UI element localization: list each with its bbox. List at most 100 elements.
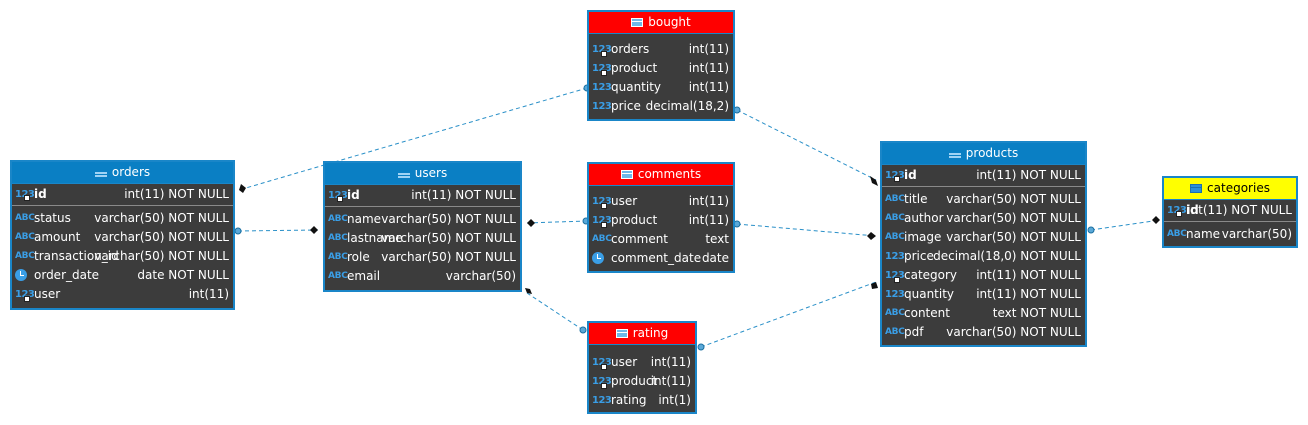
column-type: int(11) <box>688 42 729 56</box>
table-title: orders <box>111 165 151 179</box>
numeric-type-icon: 123 <box>592 101 612 112</box>
table-header[interactable]: users <box>325 163 520 185</box>
column-name: image <box>904 230 942 244</box>
text-type-icon: ABC <box>328 252 348 262</box>
primary-key-icon: 123 <box>885 165 905 186</box>
foreign-key-icon: 123 <box>592 211 612 230</box>
column-name: user <box>611 194 638 208</box>
column-type: varchar(50) NOT NULL <box>381 231 516 245</box>
column-type: varchar(50) <box>1221 227 1292 241</box>
table-title: users <box>414 166 448 180</box>
foreign-key-icon: 123 <box>592 40 612 59</box>
column-type: int(11) NOT NULL <box>976 168 1081 182</box>
column-type: varchar(50) NOT NULL <box>381 212 516 226</box>
link-rating-products <box>700 281 877 348</box>
link-comments-users <box>526 220 587 224</box>
table-header[interactable]: categories <box>1164 178 1296 200</box>
table-header[interactable]: comments <box>589 164 733 186</box>
table-title: products <box>965 146 1019 160</box>
column-type: int(11) <box>688 61 729 75</box>
table-header[interactable]: products <box>882 143 1085 165</box>
link-end-diamond <box>239 184 246 193</box>
column-type: varchar(50) NOT NULL <box>946 230 1081 244</box>
column-name: id <box>904 168 917 182</box>
table-header[interactable]: rating <box>589 323 695 345</box>
column-name: role <box>347 250 370 264</box>
text-type-icon: ABC <box>15 251 35 261</box>
table-title: categories <box>1207 181 1270 195</box>
text-type-icon: ABC <box>328 233 348 243</box>
date-type-icon <box>592 252 604 264</box>
column-name: product <box>611 213 658 227</box>
column-type: decimal(18,0) NOT NULL <box>933 249 1081 263</box>
column-name: orders <box>611 42 650 56</box>
column-type: int(11) NOT NULL <box>124 187 229 201</box>
column-type: int(11) <box>188 287 229 301</box>
column-type: varchar(50) NOT NULL <box>94 230 229 244</box>
column-name: id <box>34 187 47 201</box>
column-type: varchar(50) NOT NULL <box>94 211 229 225</box>
column-type: int(11) NOT NULL <box>1187 203 1292 217</box>
column-name: id <box>1186 203 1199 217</box>
column-name: price <box>904 249 934 263</box>
table-header[interactable]: bought <box>589 12 733 34</box>
column-name: transaction_id <box>34 249 119 263</box>
text-type-icon: ABC <box>885 232 905 242</box>
table-icon <box>94 172 107 177</box>
foreign-key-icon: 123 <box>592 372 612 391</box>
table-header[interactable]: orders <box>12 162 233 184</box>
column-name: category <box>904 268 958 282</box>
column-type: text <box>705 232 729 246</box>
link-end-diamond <box>525 288 532 294</box>
column-type: date NOT NULL <box>137 268 229 282</box>
numeric-type-icon: 123 <box>885 251 905 262</box>
column-name: quantity <box>611 80 662 94</box>
column-type: varchar(50) NOT NULL <box>381 250 516 264</box>
column-type: int(11) <box>688 80 729 94</box>
column-type: varchar(50) NOT NULL <box>946 325 1081 339</box>
column-name: title <box>904 192 928 206</box>
column-name: pdf <box>904 325 924 339</box>
